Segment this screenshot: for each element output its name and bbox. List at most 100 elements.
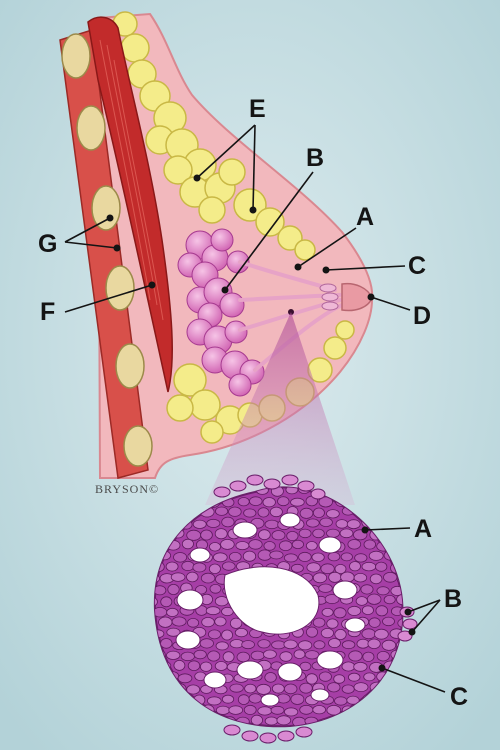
pectoral-muscle-striations (99, 39, 164, 321)
label-a-upper: A (356, 203, 375, 231)
epithelial-cell (229, 552, 242, 562)
epithelial-cell (360, 584, 374, 595)
epithelial-cell (250, 650, 265, 661)
epithelial-cell (264, 716, 279, 726)
epithelial-cell (361, 561, 377, 572)
epithelial-cell (381, 639, 397, 651)
epithelial-cell (215, 506, 229, 516)
epithelial-cell (214, 616, 227, 627)
label-b-upper: B (306, 144, 325, 172)
epithelial-cell (166, 650, 181, 660)
epithelial-cell (270, 725, 285, 727)
epithelial-cell (397, 617, 403, 629)
epithelial-cell (375, 605, 389, 617)
epithelial-cell (279, 651, 293, 662)
epithelial-cell (181, 538, 194, 550)
epithelial-cell (335, 519, 349, 529)
epithelial-cell (269, 506, 283, 518)
epithelial-cell (375, 561, 388, 572)
epithelial-cell (229, 617, 243, 629)
epithelial-cell (361, 605, 374, 615)
epithelial-cell (367, 593, 382, 605)
epithelial-cell (349, 561, 361, 572)
epithelial-cell (192, 519, 207, 529)
epithelial-cell (312, 528, 325, 539)
epithelial-cell (221, 694, 235, 704)
epithelial-cell (248, 693, 262, 704)
pectoral-muscle (87, 16, 173, 393)
epithelial-cell (305, 626, 318, 638)
epithelial-cell (201, 616, 215, 628)
epithelial-cell (171, 616, 187, 627)
epithelial-cell (154, 618, 157, 629)
epithelial-cell (376, 651, 390, 662)
epithelial-cell (341, 640, 356, 650)
epithelial-cell (186, 571, 199, 583)
epithelial-cell (248, 539, 263, 550)
epithelial-cell (208, 563, 221, 575)
epithelial-cell (276, 715, 292, 726)
epithelial-cell (305, 673, 318, 685)
epithelial-cell (383, 571, 398, 583)
epithelial-cell (312, 705, 327, 715)
epithelial-cell (222, 561, 236, 571)
epithelial-cell (271, 683, 285, 694)
epithelial-cell (242, 550, 257, 562)
epithelial-cell (177, 673, 193, 684)
epithelial-cell (326, 509, 340, 519)
epithelial-cell (199, 638, 214, 649)
epithelial-cell (262, 497, 276, 508)
epithelial-cell (244, 683, 257, 694)
epithelial-cell (207, 629, 221, 640)
label-b-lower: B (444, 585, 463, 613)
duct-lumens (175, 512, 366, 707)
epithelial-cell (180, 651, 195, 662)
epithelial-cell (264, 519, 280, 530)
epithelial-cell (277, 496, 290, 507)
epithelial-cell (328, 638, 341, 649)
epithelial-cell (346, 519, 361, 530)
epithelial-cell (207, 650, 221, 662)
epithelial-cell (213, 552, 228, 563)
epithelial-cell (290, 693, 305, 705)
epithelial-cell (154, 585, 167, 596)
epithelial-cell (215, 705, 231, 715)
epithelial-cell (318, 583, 333, 593)
epithelial-cell (298, 528, 312, 539)
epithelial-cell (214, 528, 228, 540)
epithelial-cell (220, 539, 235, 550)
epithelial-cell (368, 550, 384, 561)
leader-dots (106, 174, 416, 672)
epithelial-cell (311, 552, 325, 563)
epithelial-cell (166, 607, 179, 617)
epithelial-cell (363, 539, 377, 550)
epithelial-cell (362, 651, 375, 662)
epithelial-cell (361, 628, 376, 640)
epithelial-cell (237, 497, 250, 507)
epithelial-cell (347, 539, 362, 550)
epithelial-cell (271, 530, 286, 541)
epithelial-cell (200, 661, 213, 672)
epithelial-cell (299, 704, 314, 715)
epithelial-cell (241, 640, 255, 650)
epithelial-cell (160, 596, 173, 608)
epithelial-cell (258, 529, 271, 541)
epithelial-cell (313, 640, 326, 650)
epithelial-cell (208, 542, 221, 552)
epithelial-cell (206, 518, 221, 528)
lactiferous-sinuses (319, 283, 339, 311)
epithelial-cell (283, 639, 298, 650)
epithelial-cell (312, 572, 328, 584)
epithelial-cell (243, 704, 257, 715)
epithelial-cell (214, 661, 228, 671)
epithelial-cell (326, 618, 339, 629)
epithelial-cell (355, 596, 368, 606)
epithelial-cell (250, 714, 263, 726)
epithelial-cell (369, 573, 383, 585)
epithelial-cell (312, 507, 325, 519)
epithelial-cell (158, 616, 173, 628)
epithelial-cell (181, 560, 195, 572)
epithelial-cell (256, 683, 272, 695)
epithelial-cell (237, 694, 250, 705)
